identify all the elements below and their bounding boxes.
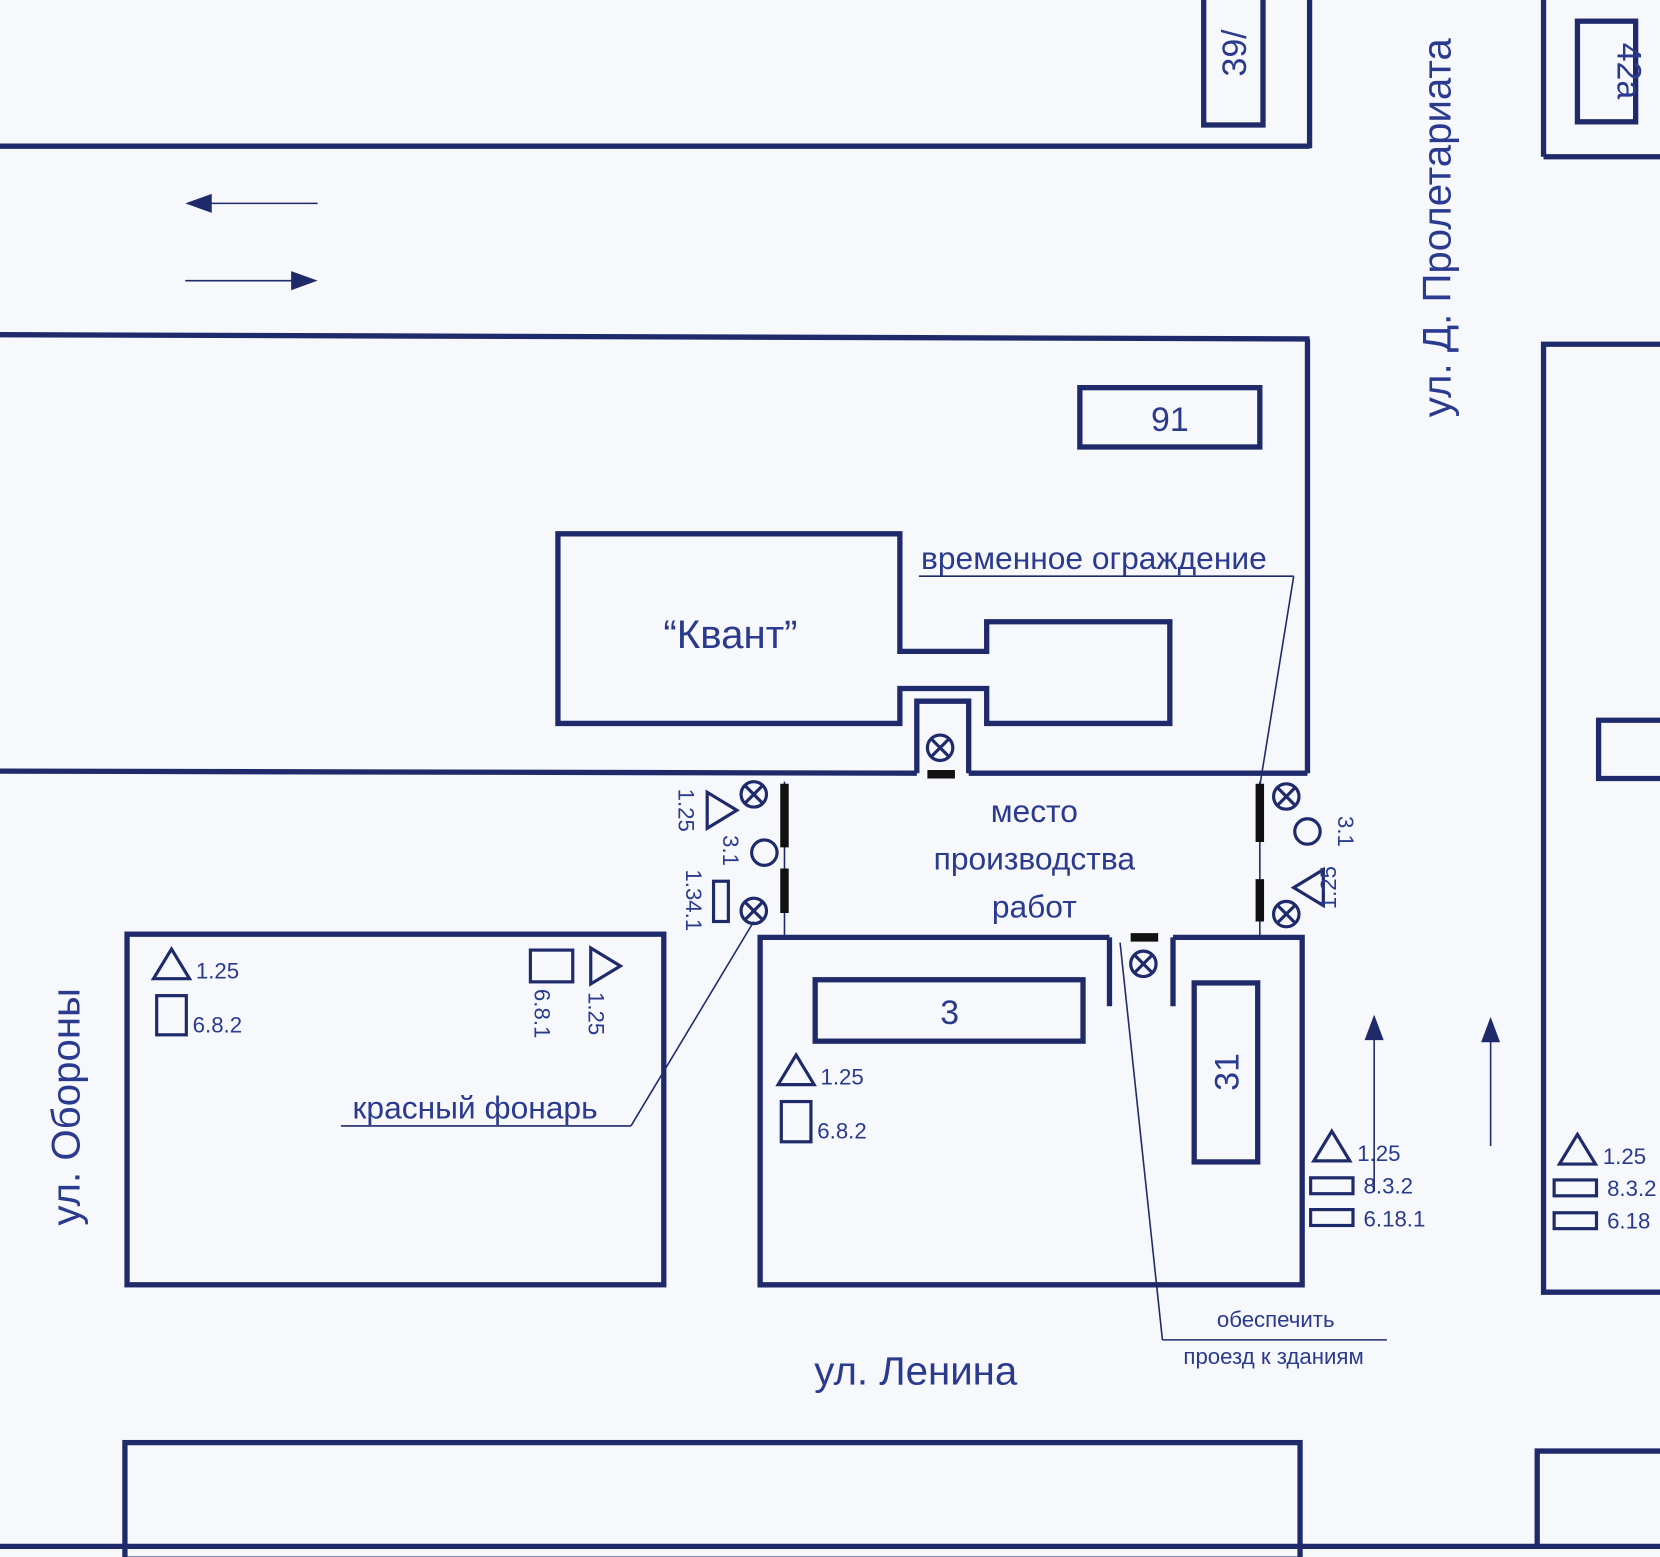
street-oborony: ул. Обороны (43, 988, 88, 1226)
sign-label: 3.1 (718, 835, 743, 866)
arrow-left-icon (185, 193, 212, 213)
prohibition-circle-icon (750, 838, 779, 867)
sign-label: 6.8.2 (817, 1119, 866, 1144)
sign-label: 1.25 (584, 992, 609, 1035)
warning-triangle-icon (705, 790, 739, 830)
building-42a: 42a (1574, 18, 1648, 125)
info-sign-icon (528, 948, 575, 984)
street-lenina: ул. Ленина (814, 1348, 1018, 1393)
street-proletariata: ул. Д. Пролетариата (1414, 38, 1459, 418)
red-lamp-icon (1271, 782, 1301, 811)
info-sign-icon (1309, 1176, 1355, 1196)
sign-label: 8.3.2 (1607, 1176, 1656, 1201)
info-sign-icon (711, 879, 730, 924)
block-bottom (0, 1439, 1660, 1557)
red-lamp-icon (1271, 899, 1301, 929)
traffic-direction-arrows (185, 193, 318, 291)
warning-triangle-icon (1312, 1129, 1352, 1163)
sign-label: 1.25 (1357, 1141, 1400, 1166)
sign-label: 3.1 (1333, 816, 1358, 847)
access-label-1: обеспечить (1217, 1307, 1335, 1332)
access-label-2: проезд к зданиям (1183, 1344, 1363, 1369)
sign-label: 1.25 (196, 959, 239, 984)
prohibition-circle-icon (1293, 817, 1322, 846)
work-zone-label-3: работ (992, 888, 1077, 924)
warning-triangle-icon (776, 1053, 816, 1087)
red-lamp-icon (739, 780, 769, 809)
sign-label: 1.25 (820, 1065, 863, 1090)
block-middle: 3 31 1.25 6.8.2 (757, 933, 1305, 1288)
block-right (1540, 341, 1660, 1295)
sign-label: 1.25 (674, 789, 699, 832)
sign-label: 1.34.1 (681, 869, 706, 931)
building-kvant (555, 531, 1173, 727)
building-31-label: 31 (1209, 1053, 1247, 1091)
road-top-edges (0, 0, 1660, 342)
block-kvant: 91 “Квант” (0, 338, 1311, 779)
red-lamp-icon (739, 896, 769, 926)
signs-proletariata-road: 1.25 8.3.2 6.18.1 1.25 8.3.2 6.18 (1309, 1014, 1656, 1234)
building-91-label: 91 (1151, 401, 1189, 439)
arrow-up-icon (1364, 1014, 1384, 1041)
sign-label: 6.18.1 (1364, 1207, 1426, 1232)
info-sign-icon (1309, 1207, 1355, 1228)
arrow-right-icon (291, 271, 318, 291)
building-42a-label: 42a (1610, 43, 1648, 100)
signs-left-of-work-zone: 1.25 3.1 1.34.1 (674, 780, 779, 931)
building-3-label: 3 (940, 994, 959, 1032)
block-left: 1.25 6.8.2 6.8.1 1.25 (124, 931, 667, 1288)
info-sign-icon (779, 1099, 813, 1144)
warning-triangle-icon (151, 947, 192, 981)
sign-label: 1.25 (1316, 866, 1341, 909)
info-sign-icon (1552, 1178, 1599, 1198)
red-lamp-icon (925, 733, 955, 763)
work-zone: место производства работ (780, 781, 1265, 938)
info-sign-icon (155, 994, 188, 1037)
building-kvant-label: “Квант” (663, 612, 797, 657)
signs-right-of-work-zone: 3.1 1.25 (1271, 782, 1358, 929)
sign-label: 6.8.2 (193, 1013, 242, 1038)
sign-label: 6.18 (1607, 1209, 1650, 1234)
red-lamp-label: красный фонарь (353, 1089, 598, 1125)
building-39-label: 39/ (1216, 29, 1254, 77)
work-zone-label-2: производства (934, 841, 1136, 877)
fence-label: временное ограждение (921, 540, 1267, 576)
warning-triangle-icon (589, 946, 622, 986)
arrow-up-icon (1481, 1016, 1501, 1043)
red-lamp-icon (1129, 949, 1158, 979)
sign-label: 1.25 (1603, 1144, 1646, 1169)
sign-label: 8.3.2 (1364, 1174, 1413, 1199)
work-zone-label-1: место (991, 793, 1078, 829)
sign-label: 6.8.1 (530, 989, 555, 1038)
building-39: 39/ (1201, 0, 1266, 128)
warning-triangle-icon (1557, 1132, 1598, 1166)
info-sign-icon (1552, 1211, 1599, 1231)
